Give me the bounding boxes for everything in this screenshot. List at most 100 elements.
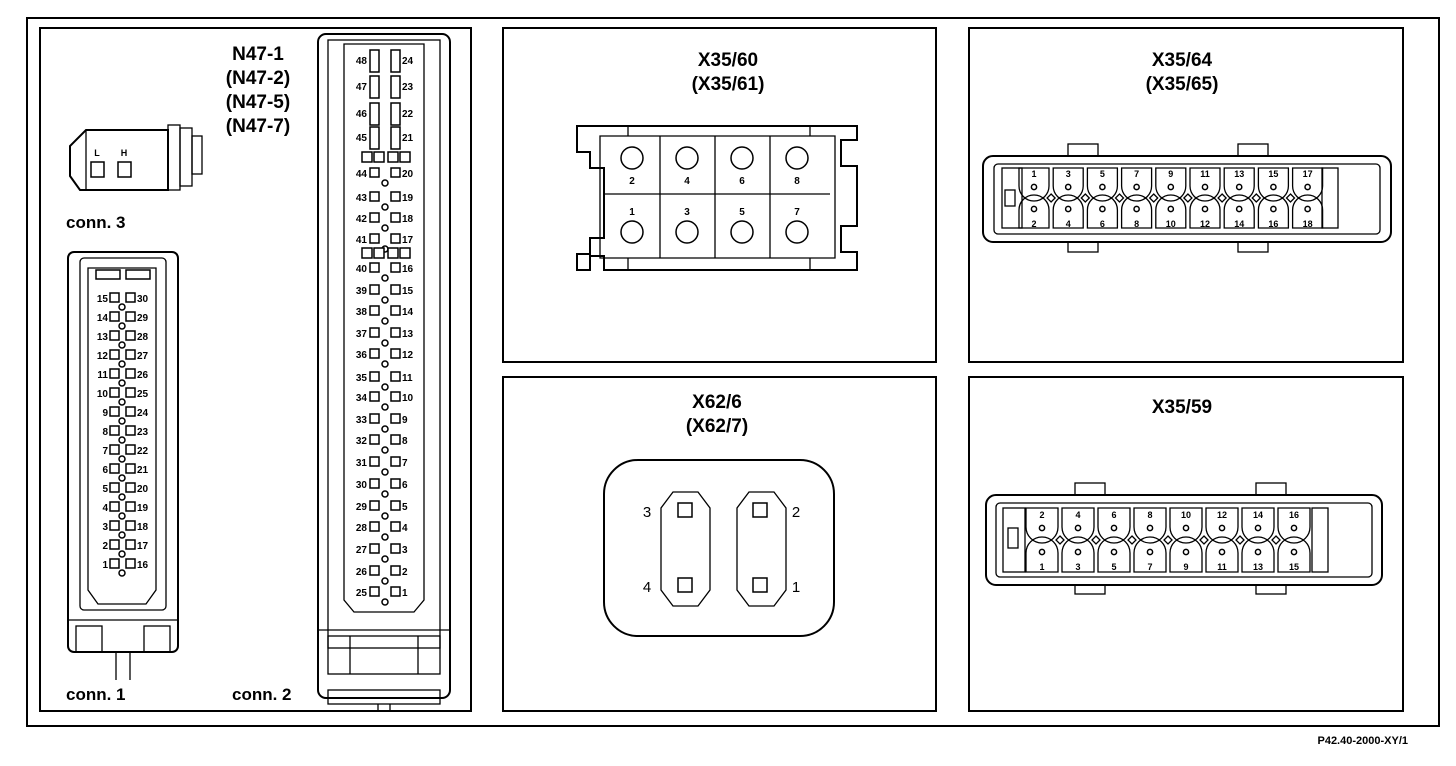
x35-60-pin bbox=[785, 220, 809, 244]
conn2-latch bbox=[381, 403, 389, 411]
x35-59-pin-label: 12 bbox=[1217, 510, 1227, 520]
conn1-pin-label: 17 bbox=[137, 541, 149, 552]
conn2-latch bbox=[381, 555, 389, 563]
conn2-pin-cell bbox=[390, 586, 401, 597]
conn2-pin-label: 34 bbox=[356, 393, 368, 404]
conn1-latch bbox=[118, 474, 126, 482]
x62-6-title-1: X62/6 bbox=[692, 392, 742, 413]
conn2-latch bbox=[381, 383, 389, 391]
conn2-latch bbox=[381, 179, 389, 187]
conn2-pin-cell bbox=[390, 456, 401, 467]
conn2-pin-label: 4 bbox=[402, 523, 408, 534]
conn1-pin-label: 24 bbox=[137, 408, 149, 419]
x35-59-pin bbox=[1038, 524, 1046, 532]
conn1-pin-label: 11 bbox=[97, 370, 108, 381]
conn2-pin-label: 6 bbox=[402, 480, 408, 491]
conn2-latch bbox=[381, 598, 389, 606]
conn1-pin-label: 21 bbox=[137, 465, 149, 476]
conn3-drawing: L H bbox=[69, 124, 203, 191]
conn2-pin-label: 27 bbox=[356, 545, 368, 556]
conn2-pin-label: 29 bbox=[356, 502, 368, 513]
x35-59-pin bbox=[1110, 524, 1118, 532]
conn2-pin-label: 41 bbox=[356, 235, 368, 246]
conn2-pin-label: 47 bbox=[356, 82, 368, 93]
conn3-pin-h: H bbox=[121, 148, 128, 158]
conn1-latch bbox=[118, 341, 126, 349]
conn1-pin-cell bbox=[125, 425, 136, 436]
conn2-pin-label: 17 bbox=[402, 235, 414, 246]
x35-59-pin-label: 15 bbox=[1289, 562, 1299, 572]
x35-64-pin bbox=[1270, 183, 1277, 191]
conn2-drawing bbox=[317, 33, 451, 712]
conn2-pin-label: 45 bbox=[356, 133, 368, 144]
conn1-latch bbox=[118, 398, 126, 406]
conn2-pin-label: 8 bbox=[402, 436, 408, 447]
conn2-pin-cell bbox=[390, 167, 401, 178]
x35-59-pin bbox=[1110, 548, 1118, 556]
x35-64-pin bbox=[1304, 205, 1311, 213]
conn1-latch bbox=[118, 550, 126, 558]
x35-64-pin-label: 15 bbox=[1268, 169, 1278, 179]
panel-n47: N47-1 (N47-2) (N47-5) (N47-7) L H conn. … bbox=[39, 27, 472, 712]
conn2-latch bbox=[381, 490, 389, 498]
conn2-pin-label: 15 bbox=[402, 286, 414, 297]
conn1-pin-cell bbox=[109, 520, 120, 531]
conn2-pin-cell bbox=[369, 233, 380, 244]
conn2-pin-label: 35 bbox=[356, 373, 368, 384]
conn1-pin-label: 12 bbox=[97, 351, 109, 362]
conn2-pin-label: 40 bbox=[356, 264, 368, 275]
conn2-pin-label: 24 bbox=[402, 56, 414, 67]
x35-64-pin bbox=[1167, 205, 1175, 213]
conn2-pin-cell bbox=[369, 305, 380, 316]
figure-reference: P42.40-2000-XY/1 bbox=[1317, 735, 1408, 747]
conn2-pin-label: 3 bbox=[402, 545, 408, 556]
conn2-pin-label: 20 bbox=[402, 169, 414, 180]
conn2-pin-cell bbox=[390, 478, 401, 489]
x35-64-pin bbox=[1235, 183, 1243, 191]
x35-60-pin-label: 6 bbox=[739, 176, 745, 187]
x35-64-pin bbox=[1235, 205, 1243, 213]
conn2-pin-label: 18 bbox=[402, 214, 414, 225]
conn2-pin-cell bbox=[390, 305, 401, 316]
x35-64-pin bbox=[1099, 183, 1106, 191]
conn2-pin-label: 2 bbox=[402, 567, 408, 578]
conn2-pin-label: 33 bbox=[356, 415, 368, 426]
conn1-pin-cell bbox=[125, 387, 136, 398]
conn1-pin-label: 9 bbox=[102, 408, 108, 419]
x35-59-pin bbox=[1146, 548, 1154, 556]
x62-pin-3: 3 bbox=[643, 504, 651, 521]
conn1-drawing bbox=[67, 251, 179, 680]
x35-59-pin bbox=[1290, 548, 1298, 556]
x35-59-pin bbox=[1254, 524, 1262, 532]
conn2-pin-cell bbox=[390, 212, 401, 223]
conn1-pin-cell bbox=[109, 292, 120, 303]
conn2-pin-label: 36 bbox=[356, 350, 368, 361]
conn2-pin-cell bbox=[369, 478, 380, 489]
x35-64-pin bbox=[1030, 183, 1038, 191]
conn1-label: conn. 1 bbox=[66, 685, 126, 704]
panel-x62-6-border bbox=[502, 376, 937, 712]
conn2-pin-label: 44 bbox=[356, 169, 368, 180]
x35-60-title-1: X35/60 bbox=[698, 50, 758, 71]
conn2-pin-cell-tall bbox=[390, 126, 401, 150]
conn2-latch bbox=[381, 512, 389, 520]
conn2-pin-label: 48 bbox=[356, 56, 368, 67]
conn2-pin-cell bbox=[369, 434, 380, 445]
n47-title-2: (N47-2) bbox=[226, 68, 290, 89]
conn2-pin-label: 13 bbox=[402, 329, 414, 340]
x35-60-pin bbox=[785, 146, 809, 170]
conn1-pin-label: 23 bbox=[137, 427, 149, 438]
conn2-latch bbox=[381, 360, 389, 368]
conn2-pin-label: 32 bbox=[356, 436, 368, 447]
conn2-pin-cell bbox=[369, 543, 380, 554]
x35-64-pin-label: 16 bbox=[1268, 219, 1278, 229]
x35-60-pin bbox=[620, 220, 644, 244]
conn2-pin-cell bbox=[369, 391, 380, 402]
conn2-pin-cell bbox=[390, 391, 401, 402]
conn1-pin-label: 5 bbox=[102, 484, 108, 495]
x35-64-pin bbox=[1304, 183, 1311, 191]
